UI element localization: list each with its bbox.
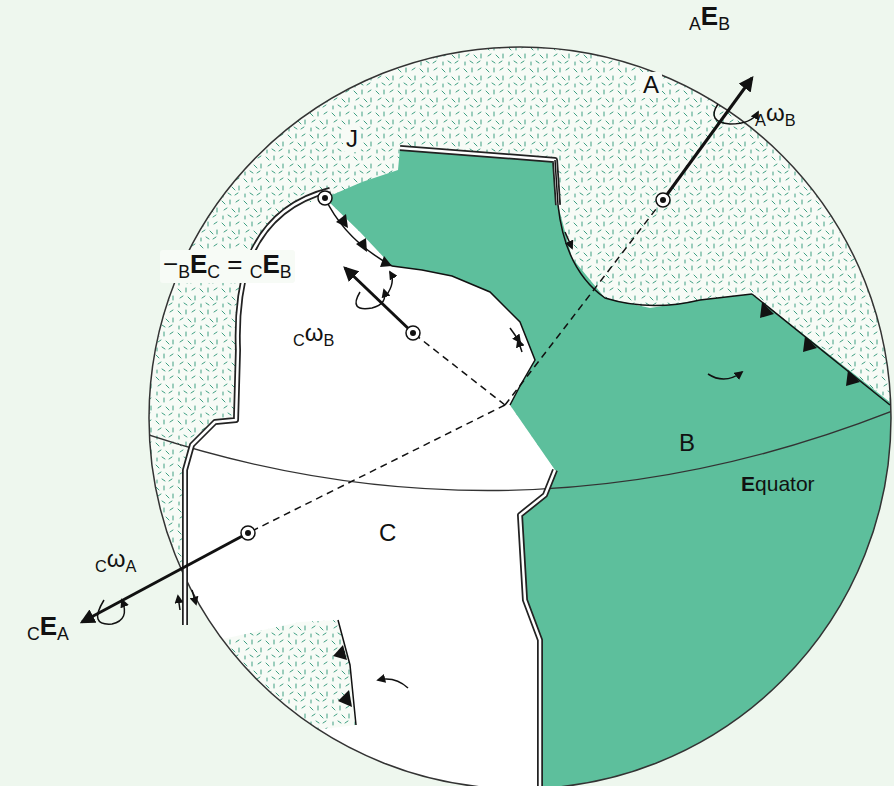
vector-label: −BEC = CEB (160, 250, 295, 283)
vector-label: CωA (92, 546, 139, 576)
plate-name: A (640, 72, 662, 98)
plate-name: B (676, 430, 698, 456)
plate-b (325, 148, 894, 786)
vector-label: CEA (24, 612, 72, 645)
vector-label: AωB (752, 100, 799, 130)
vector-label: AEB (686, 2, 733, 35)
line-label: Equator (738, 472, 818, 495)
plate-a-patch (205, 620, 356, 732)
vector-label: CωB (290, 320, 337, 350)
point-label: J (343, 126, 361, 152)
plate-name: C (376, 520, 399, 546)
